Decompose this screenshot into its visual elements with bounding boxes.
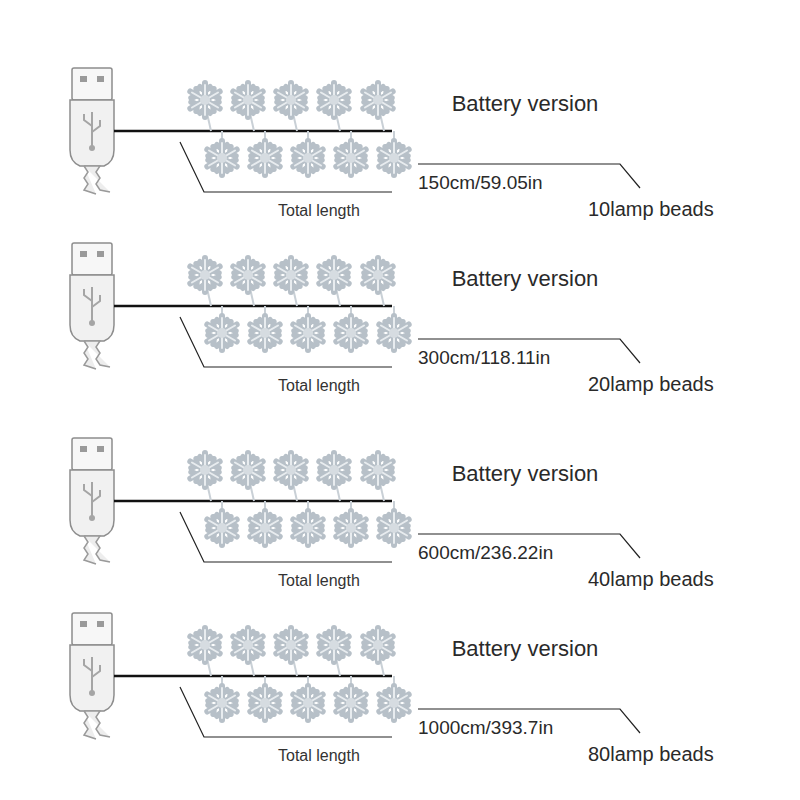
snowflake-bead <box>233 258 262 292</box>
snowflake-bead <box>293 316 322 350</box>
usb-plug <box>70 438 114 564</box>
snowflake-bead <box>293 511 322 545</box>
snowflake-bead <box>319 83 348 117</box>
length-dimension: 300cm/118.11in <box>416 347 552 369</box>
snowflake-bead <box>190 453 219 487</box>
snowflake-bead <box>379 316 408 350</box>
bead-count: 80lamp beads <box>588 743 714 766</box>
bead-count: 10lamp beads <box>588 198 714 221</box>
leader-line <box>180 317 392 367</box>
snowflake-bead <box>379 686 408 720</box>
snowflake-bead <box>363 453 392 487</box>
bead-count: 20lamp beads <box>588 373 714 396</box>
length-dimension: 1000cm/393.7in <box>416 717 555 739</box>
snowflake-bead <box>379 141 408 175</box>
total-length-label: Total length <box>278 377 360 395</box>
snowflake-bead <box>250 686 279 720</box>
light-string-row <box>70 613 640 739</box>
leader-line <box>180 142 392 192</box>
snowflake-bead <box>276 628 305 662</box>
snowflake-bead <box>293 141 322 175</box>
leader-line <box>180 687 392 737</box>
snowflake-bead <box>293 686 322 720</box>
snowflake-bead <box>276 83 305 117</box>
snowflake-bead <box>207 316 236 350</box>
snowflake-bead <box>250 316 279 350</box>
usb-plug <box>70 68 114 194</box>
snowflake-bead <box>207 141 236 175</box>
snowflake-bead <box>233 628 262 662</box>
total-length-label: Total length <box>278 202 360 220</box>
length-dimension: 600cm/236.22in <box>416 542 555 564</box>
snowflake-bead <box>336 316 365 350</box>
snowflake-bead <box>190 258 219 292</box>
snowflake-bead <box>233 453 262 487</box>
snowflake-bead <box>336 141 365 175</box>
snowflake-bead <box>319 258 348 292</box>
snowflake-bead <box>276 453 305 487</box>
snowflake-bead <box>319 628 348 662</box>
snowflake-bead <box>250 511 279 545</box>
usb-plug <box>70 613 114 739</box>
leader-line <box>180 512 392 562</box>
length-dimension: 150cm/59.05in <box>416 172 545 194</box>
snowflake-bead <box>363 83 392 117</box>
snowflake-bead <box>250 141 279 175</box>
snowflake-bead <box>363 258 392 292</box>
light-string-row <box>70 438 640 564</box>
snowflake-bead <box>379 511 408 545</box>
snowflake-bead <box>319 453 348 487</box>
light-string-row <box>70 68 640 194</box>
version-label: Battery version <box>450 460 600 488</box>
snowflake-bead <box>190 628 219 662</box>
snowflake-bead <box>363 628 392 662</box>
snowflake-bead <box>336 686 365 720</box>
total-length-label: Total length <box>278 747 360 765</box>
snowflake-bead <box>207 686 236 720</box>
snowflake-bead <box>207 511 236 545</box>
version-label: Battery version <box>450 265 600 293</box>
snowflake-bead <box>336 511 365 545</box>
usb-plug <box>70 243 114 369</box>
light-string-row <box>70 243 640 369</box>
snowflake-bead <box>190 83 219 117</box>
version-label: Battery version <box>450 635 600 663</box>
bead-count: 40lamp beads <box>588 568 714 591</box>
snowflake-bead <box>233 83 262 117</box>
version-label: Battery version <box>450 90 600 118</box>
snowflake-bead <box>276 258 305 292</box>
total-length-label: Total length <box>278 572 360 590</box>
